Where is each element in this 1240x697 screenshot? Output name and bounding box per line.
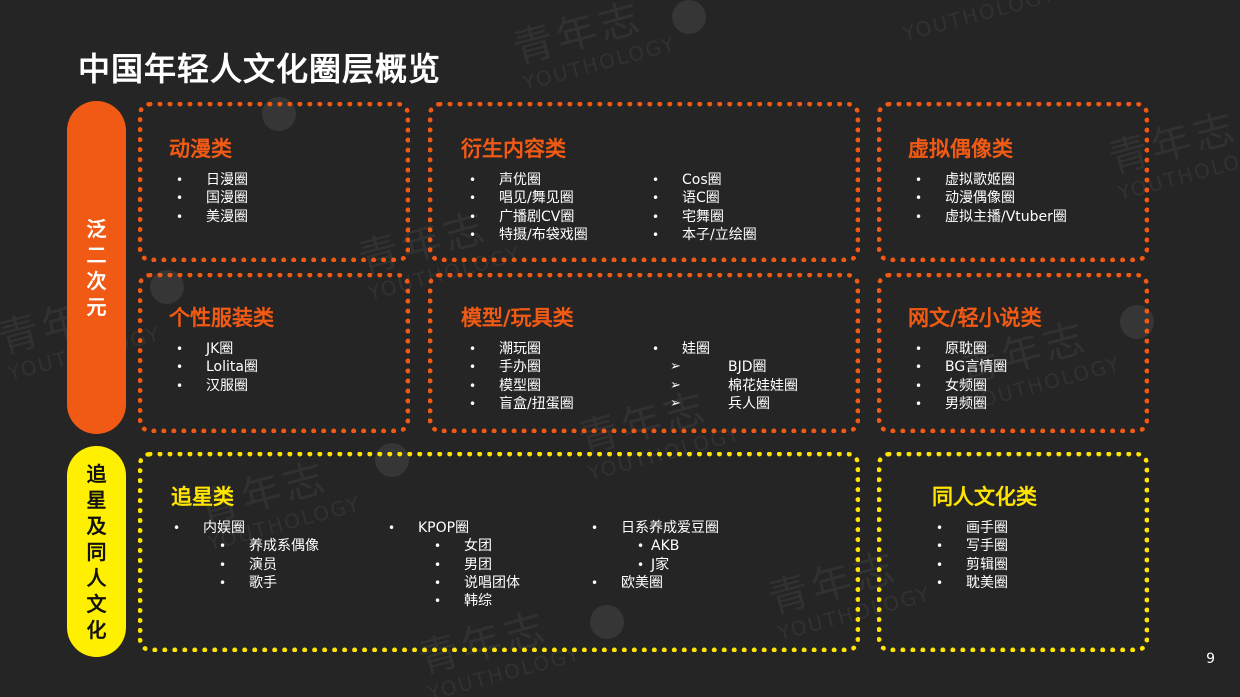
box-virtual-idol: 虚拟偶像类 虚拟歌姬圈 动漫偶像圈 虚拟主播/Vtuber圈 bbox=[877, 102, 1149, 262]
label-char: 二 bbox=[86, 242, 107, 267]
list-subitem: 棉花娃娃圈 bbox=[652, 377, 798, 396]
list-item: 唱见/舞见圈 bbox=[469, 189, 588, 208]
item-list: 原耽圈 BG言情圈 女频圈 男频圈 bbox=[915, 340, 1007, 413]
box-title: 个性服装类 bbox=[169, 306, 274, 330]
list-subitem: 演员 bbox=[173, 556, 319, 575]
list-item: 模型圈 bbox=[469, 377, 574, 396]
list-item: 语C圈 bbox=[652, 189, 757, 208]
list-subitem: 女团 bbox=[388, 537, 520, 556]
item-list: 虚拟歌姬圈 动漫偶像圈 虚拟主播/Vtuber圈 bbox=[915, 171, 1067, 226]
box-title: 衍生内容类 bbox=[461, 137, 566, 161]
box-novel: 网文/轻小说类 原耽圈 BG言情圈 女频圈 男频圈 bbox=[877, 273, 1149, 433]
list-subitem: BJD圈 bbox=[652, 358, 798, 377]
label-char: 文 bbox=[86, 591, 107, 616]
label-char: 星 bbox=[86, 487, 107, 512]
list-item: 虚拟主播/Vtuber圈 bbox=[915, 208, 1067, 227]
list-item: 欧美圈 bbox=[591, 574, 719, 593]
list-item: 动漫偶像圈 bbox=[915, 189, 1067, 208]
list-item: 女频圈 bbox=[915, 377, 1007, 396]
list-item: 本子/立绘圈 bbox=[652, 226, 757, 245]
list-item: KPOP圈 bbox=[388, 519, 520, 538]
list-item: 宅舞圈 bbox=[652, 208, 757, 227]
label-char: 元 bbox=[86, 294, 107, 319]
list-item: 日漫圈 bbox=[176, 171, 248, 190]
list-item: 耽美圈 bbox=[936, 574, 1008, 593]
item-list: Cos圈 语C圈 宅舞圈 本子/立绘圈 bbox=[652, 171, 757, 244]
list-item: JK圈 bbox=[176, 340, 258, 359]
list-item: 男频圈 bbox=[915, 395, 1007, 414]
label-char: 人 bbox=[86, 565, 107, 590]
list-item: 特摄/布袋戏圈 bbox=[469, 226, 588, 245]
list-subitem: 说唱团体 bbox=[388, 574, 520, 593]
list-item: Cos圈 bbox=[652, 171, 757, 190]
box-toys: 模型/玩具类 潮玩圈 手办圈 模型圈 盲盒/扭蛋圈 娃圈 BJD圈 棉花娃娃圈 … bbox=[428, 273, 860, 433]
page-title: 中国年轻人文化圈层概览 bbox=[78, 50, 442, 88]
item-list: 日系养成爱豆圈 AKB J家 欧美圈 bbox=[591, 519, 719, 592]
item-list: 画手圈 写手圈 剪辑圈 耽美圈 bbox=[936, 519, 1008, 592]
box-title: 模型/玩具类 bbox=[461, 306, 574, 330]
watermark: YOUTHOLOGY bbox=[900, 0, 1059, 46]
list-item: 内娱圈 bbox=[173, 519, 319, 538]
list-item: 美漫圈 bbox=[176, 208, 248, 227]
label-char: 次 bbox=[86, 268, 107, 293]
list-subitem: 兵人圈 bbox=[652, 395, 798, 414]
box-title: 同人文化类 bbox=[932, 485, 1037, 509]
box-fandom: 追星类 内娱圈 养成系偶像 演员 歌手 KPOP圈 女团 男团 说唱团体 韩综 … bbox=[138, 452, 860, 652]
list-item: 国漫圈 bbox=[176, 189, 248, 208]
box-title: 网文/轻小说类 bbox=[908, 306, 1042, 330]
box-title: 追星类 bbox=[171, 485, 234, 509]
box-fashion: 个性服装类 JK圈 Lolita圈 汉服圈 bbox=[138, 273, 410, 433]
list-item: 写手圈 bbox=[936, 537, 1008, 556]
list-item: 虚拟歌姬圈 bbox=[915, 171, 1067, 190]
list-subitem: 歌手 bbox=[173, 574, 319, 593]
item-list: 内娱圈 养成系偶像 演员 歌手 bbox=[173, 519, 319, 592]
list-subitem: J家 bbox=[591, 556, 719, 575]
label-char: 追 bbox=[86, 461, 107, 486]
box-title: 虚拟偶像类 bbox=[908, 137, 1013, 161]
item-list: 日漫圈 国漫圈 美漫圈 bbox=[176, 171, 248, 226]
list-item: 日系养成爱豆圈 bbox=[591, 519, 719, 538]
list-item: Lolita圈 bbox=[176, 358, 258, 377]
item-list: 声优圈 唱见/舞见圈 广播剧CV圈 特摄/布袋戏圈 bbox=[469, 171, 588, 244]
label-char: 同 bbox=[86, 539, 107, 564]
list-subitem: 养成系偶像 bbox=[173, 537, 319, 556]
list-item: 盲盒/扭蛋圈 bbox=[469, 395, 574, 414]
list-item: 剪辑圈 bbox=[936, 556, 1008, 575]
label-char: 泛 bbox=[86, 216, 107, 241]
list-item: 原耽圈 bbox=[915, 340, 1007, 359]
list-item: 手办圈 bbox=[469, 358, 574, 377]
item-list: KPOP圈 女团 男团 说唱团体 韩综 bbox=[388, 519, 520, 611]
list-item: 广播剧CV圈 bbox=[469, 208, 588, 227]
list-item: 潮玩圈 bbox=[469, 340, 574, 359]
list-item: 娃圈 bbox=[652, 340, 798, 359]
list-subitem: 韩综 bbox=[388, 592, 520, 611]
item-list: JK圈 Lolita圈 汉服圈 bbox=[176, 340, 258, 395]
box-title: 动漫类 bbox=[169, 137, 232, 161]
list-item: 声优圈 bbox=[469, 171, 588, 190]
box-anime: 动漫类 日漫圈 国漫圈 美漫圈 bbox=[138, 102, 410, 262]
item-list: 娃圈 BJD圈 棉花娃娃圈 兵人圈 bbox=[652, 340, 798, 413]
list-subitem: AKB bbox=[591, 537, 719, 556]
item-list: 潮玩圈 手办圈 模型圈 盲盒/扭蛋圈 bbox=[469, 340, 574, 413]
box-doujin: 同人文化类 画手圈 写手圈 剪辑圈 耽美圈 bbox=[877, 452, 1149, 652]
label-char: 及 bbox=[86, 513, 107, 538]
group-label-idol-doujin: 追 星 及 同 人 文 化 bbox=[67, 446, 126, 657]
group-label-acg: 泛 二 次 元 bbox=[67, 101, 126, 434]
watermark-dot bbox=[672, 0, 706, 34]
list-item: 画手圈 bbox=[936, 519, 1008, 538]
list-item: 汉服圈 bbox=[176, 377, 258, 396]
page-number: 9 bbox=[1206, 651, 1215, 667]
list-item: BG言情圈 bbox=[915, 358, 1007, 377]
box-derivative: 衍生内容类 声优圈 唱见/舞见圈 广播剧CV圈 特摄/布袋戏圈 Cos圈 语C圈… bbox=[428, 102, 860, 262]
list-subitem: 男团 bbox=[388, 556, 520, 575]
label-char: 化 bbox=[86, 617, 107, 642]
watermark: 青年志 YOUTHOLOGY bbox=[508, 0, 679, 96]
